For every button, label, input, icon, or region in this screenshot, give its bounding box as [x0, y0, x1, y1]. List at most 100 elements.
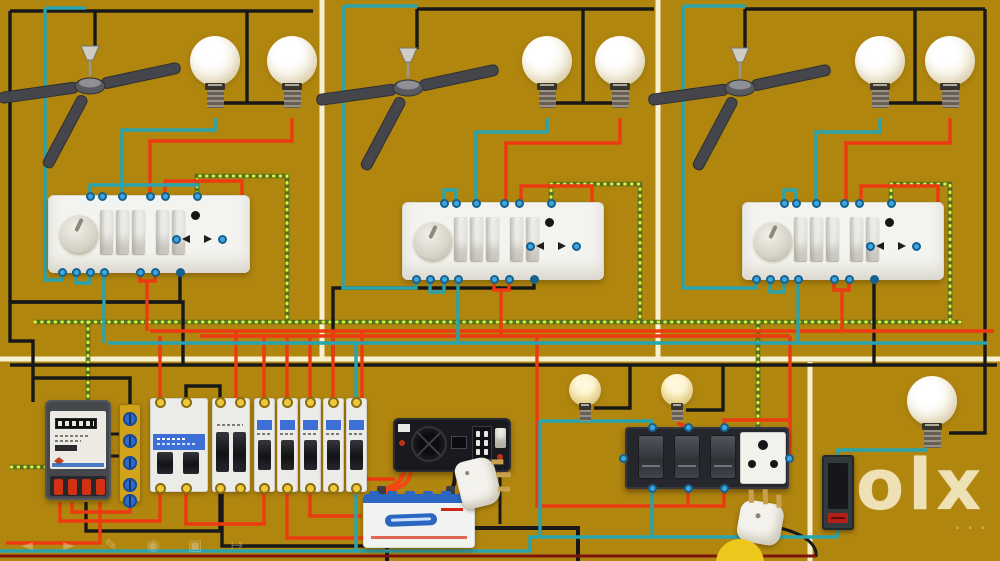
terminal — [720, 423, 729, 432]
inverter-socket — [472, 426, 492, 460]
terminal — [215, 483, 226, 494]
led-bulb — [925, 36, 975, 116]
bulb-label — [671, 403, 683, 410]
mcb-toggle — [350, 440, 363, 470]
switch — [794, 217, 807, 261]
terminal — [830, 275, 839, 284]
terminal — [619, 454, 628, 463]
socket-pin-hole — [536, 242, 544, 250]
inverter-port — [451, 436, 467, 449]
terminal — [572, 242, 581, 251]
bulb-screw-base — [871, 90, 889, 108]
busbar-terminal — [123, 434, 137, 448]
bulb-screw-base — [538, 90, 556, 108]
bulb-label — [610, 83, 630, 90]
dp-mcb-toggle — [216, 432, 229, 472]
toolbar-icon-capture[interactable]: ▣ — [187, 536, 203, 554]
terminal — [176, 268, 185, 277]
dp-mcb-toggle — [233, 432, 246, 472]
switch — [172, 210, 185, 254]
switch-board — [48, 192, 250, 277]
terminal — [785, 454, 794, 463]
terminal — [440, 275, 449, 284]
terminal — [870, 275, 879, 284]
mcb-toggle — [258, 440, 271, 470]
switch — [100, 210, 113, 254]
bulb-glass — [661, 374, 693, 406]
three-pin-socket — [740, 432, 786, 484]
led-bulb — [522, 36, 572, 116]
terminal — [412, 275, 421, 284]
terminal — [98, 192, 107, 201]
meter-terminal — [82, 479, 91, 495]
bulb-glass — [190, 36, 240, 86]
battery-terminal — [377, 486, 386, 496]
socket-earth-hole — [191, 211, 200, 220]
inverter-battery — [363, 486, 475, 548]
toolbar-icon-next[interactable]: ► — [63, 536, 75, 554]
terminal — [866, 242, 875, 251]
terminal — [305, 397, 316, 408]
terminal — [505, 275, 514, 284]
dark-switch-board — [619, 423, 794, 493]
terminal — [118, 192, 127, 201]
switch — [510, 217, 523, 261]
meter-terminal — [54, 479, 63, 495]
bulb-screw-base — [923, 430, 941, 448]
terminal — [472, 199, 481, 208]
terminal — [172, 235, 181, 244]
socket-earth-hole — [545, 218, 554, 227]
terminal — [440, 199, 449, 208]
busbar-terminal — [123, 456, 137, 470]
terminal — [235, 483, 246, 494]
mcb-toggle — [304, 440, 317, 470]
terminal — [845, 275, 854, 284]
bulb-screw-base — [941, 90, 959, 108]
terminal — [780, 275, 789, 284]
terminal — [530, 275, 539, 284]
terminal — [136, 268, 145, 277]
switch — [454, 217, 467, 261]
ceiling-fan — [316, 47, 499, 171]
toolbar-icon-previous[interactable]: ◄ — [21, 536, 33, 554]
terminal — [840, 199, 849, 208]
terminal — [426, 275, 435, 284]
rccb-toggle — [157, 452, 173, 474]
toolbar-icon-shapes[interactable]: ◉ — [146, 536, 160, 554]
led-bulb — [267, 36, 317, 116]
bulb-glass — [522, 36, 572, 86]
wall-device — [822, 455, 854, 530]
terminal — [259, 397, 270, 408]
inverter-fan-grille — [411, 426, 447, 462]
terminal — [100, 268, 109, 277]
bulb-screw-base — [611, 90, 629, 108]
switch-board — [742, 199, 944, 284]
bulb-screw-base — [283, 90, 301, 108]
socket-pin-hole — [204, 235, 212, 243]
terminal — [792, 199, 801, 208]
sp-mcb — [300, 397, 321, 494]
fan-regulator-knob — [414, 222, 452, 260]
bulb-glass — [595, 36, 645, 86]
terminal — [648, 423, 657, 432]
led-bulb-small — [569, 374, 601, 436]
toolbar-icon-timeline[interactable]: ↦ — [230, 536, 244, 554]
terminal — [151, 268, 160, 277]
inverter-switch — [495, 428, 506, 448]
terminal — [526, 242, 535, 251]
terminal — [155, 397, 166, 408]
toolbar-icon-pen[interactable]: ✎ — [104, 536, 118, 554]
terminal — [72, 268, 81, 277]
dp-mcb — [212, 397, 250, 494]
switch — [132, 210, 145, 254]
ceiling-fan — [0, 45, 181, 169]
switch — [156, 210, 169, 254]
battery-logo — [384, 513, 438, 527]
terminal — [351, 397, 362, 408]
device-label — [828, 513, 848, 523]
switch — [486, 217, 499, 261]
sp-mcb — [277, 397, 298, 494]
sp-mcb — [254, 397, 275, 494]
bulb-screw-base — [206, 90, 224, 108]
